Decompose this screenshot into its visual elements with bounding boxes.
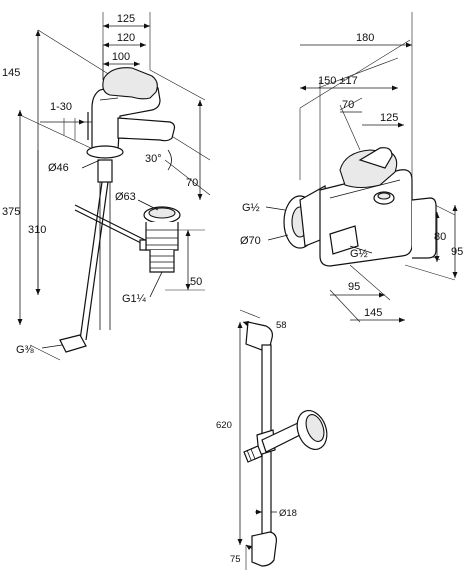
angle-label: 30° [145, 153, 162, 165]
hose-length-label: 310 [28, 224, 46, 236]
rail-diameter-label: Ø18 [279, 508, 297, 519]
bath-spout-depth-label: 95 [348, 281, 360, 293]
rail-bottom-depth-label: 75 [230, 554, 241, 565]
basin-width-total-label: 125 [117, 13, 135, 25]
bath-overall-height-label: 95 [451, 246, 463, 258]
waste-height-label: 50 [190, 276, 202, 288]
bath-handle-offset-label: 70 [342, 99, 354, 111]
rail-bracket-depth-label: 58 [276, 320, 287, 331]
waste-diameter-label: Ø63 [115, 191, 136, 203]
basin-width-mid-label: 120 [117, 32, 135, 44]
waste-thread-label: G1¼ [122, 293, 147, 305]
hose-thread-label: G⅜ [16, 344, 35, 356]
basin-height-total-label: 145 [2, 67, 20, 79]
basin-mixer-drawing [17, 12, 211, 361]
overall-height-label: 375 [2, 206, 20, 218]
bath-body-height-label: 80 [434, 231, 446, 243]
basin-width-spout-label: 100 [112, 51, 130, 63]
bath-mixer-drawing [265, 12, 458, 323]
bath-centres-label: 150 ±17 [318, 75, 358, 87]
bath-width-total-label: 180 [356, 32, 374, 44]
bath-overall-depth-label: 145 [364, 307, 382, 319]
rail-length-label: 620 [216, 420, 232, 431]
bath-connection-thread-label: G½ [242, 202, 260, 214]
spout-height-label: 70 [186, 177, 198, 189]
base-diameter-label: Ø46 [48, 162, 69, 174]
lift-rod-range-label: 1-30 [50, 101, 72, 113]
bath-escutcheon-diameter-label: Ø70 [240, 235, 261, 247]
bath-width-body-label: 125 [380, 112, 398, 124]
bath-outlet-thread-label: G½ [350, 248, 368, 260]
shower-rail-drawing [237, 309, 328, 570]
